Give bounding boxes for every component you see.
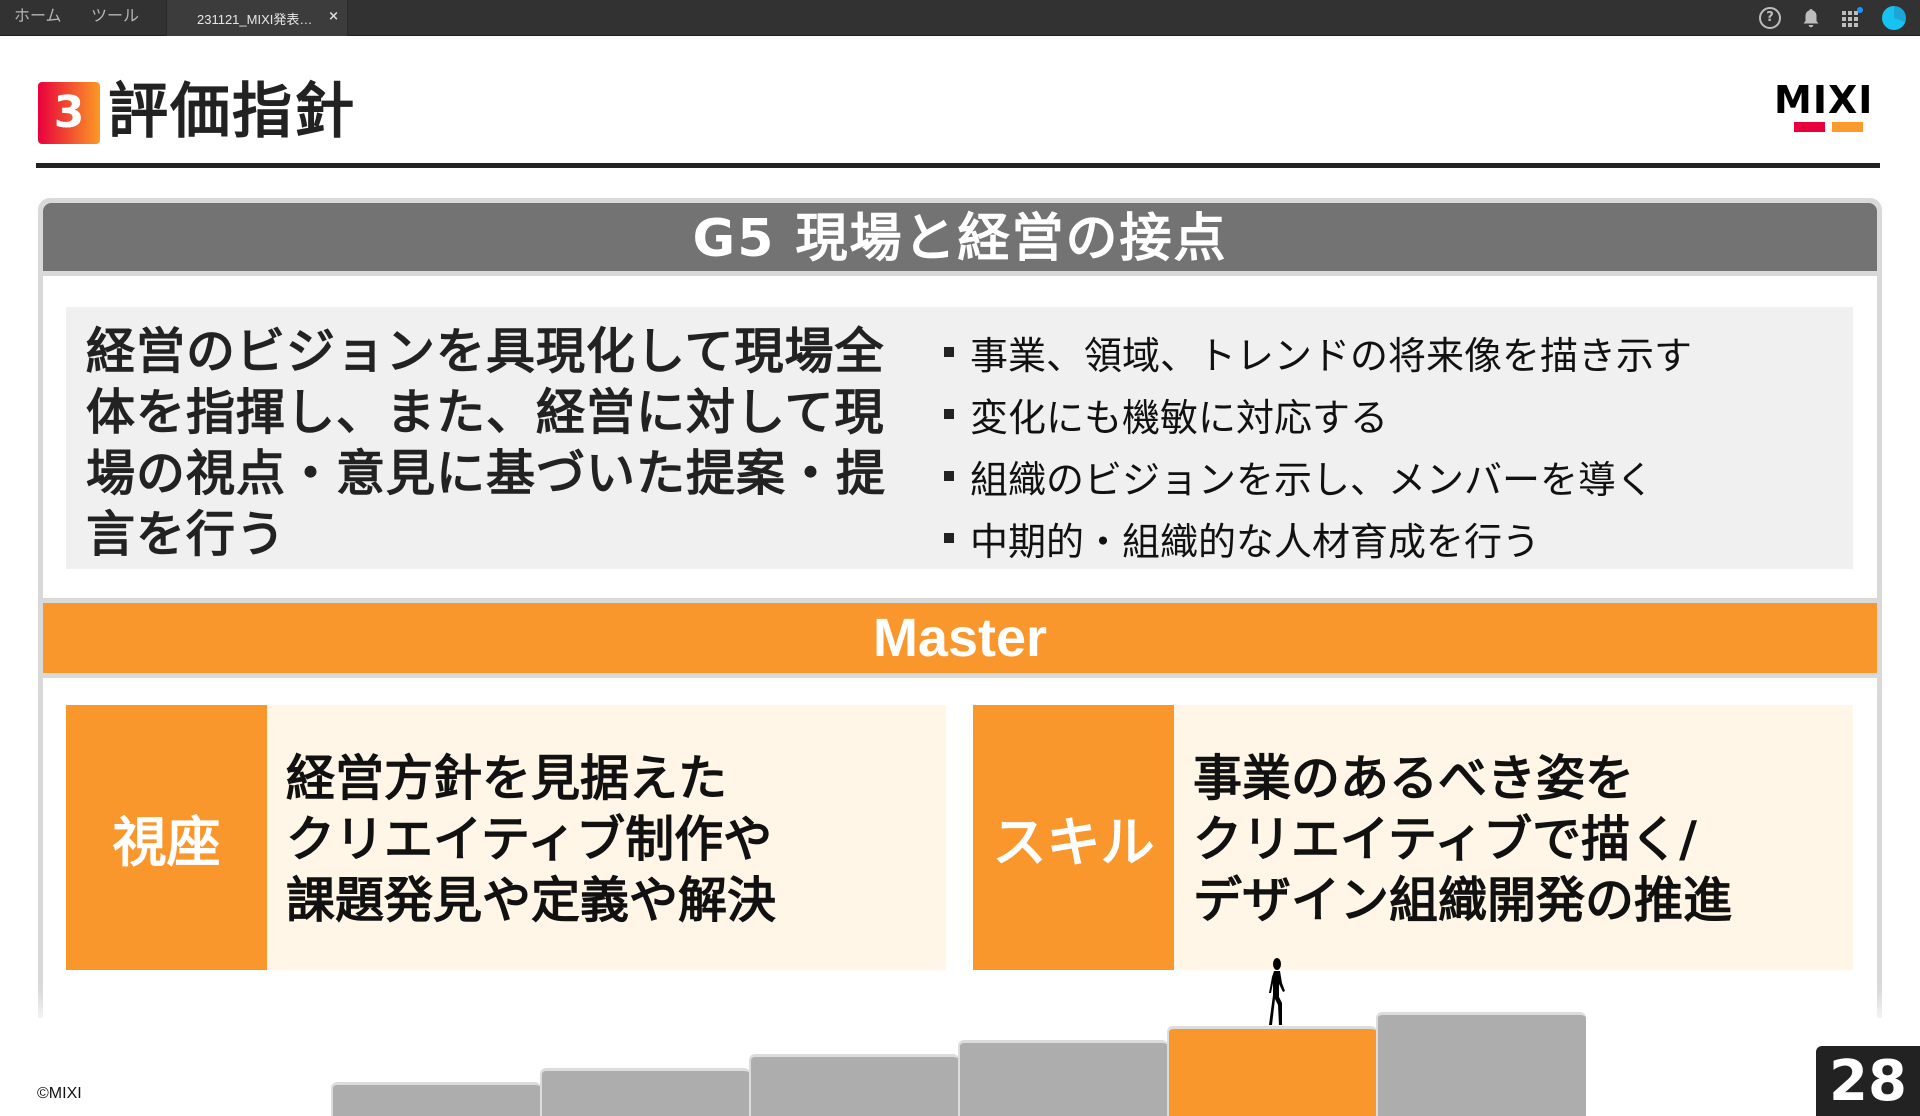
card-text-skill: 事業のあるべき姿を クリエイティブで描く/ デザイン組織開発の推進	[1193, 750, 1733, 929]
document-tab[interactable]: 231121_MIXI発表… ×	[166, 0, 348, 36]
list-item: 組織のビジョンを示し、メンバーを導く	[944, 445, 1692, 507]
card-label-skill: スキル	[973, 705, 1174, 970]
app-top-bar: ホーム ツール 231121_MIXI発表… × ?	[0, 0, 1920, 36]
stair-step-2	[540, 1068, 750, 1116]
logo-orange-bar	[1832, 122, 1863, 132]
stair-step-4	[958, 1040, 1168, 1116]
level-header: Master	[43, 598, 1877, 678]
walking-person-icon	[1258, 957, 1296, 1027]
grade-title: G5 現場と経営の接点	[692, 209, 1228, 269]
card-text-perspective: 経営方針を見据えた クリエイティブ制作や 課題発見や定義や解決	[286, 750, 777, 929]
bullet-text: 中期的・組織的な人材育成を行う	[970, 519, 1541, 564]
bullet-square-icon	[944, 533, 954, 543]
apps-grid-icon[interactable]	[1840, 7, 1863, 29]
user-avatar[interactable]	[1882, 6, 1906, 30]
bullet-text: 事業、領域、トレンドの将来像を描き示す	[970, 333, 1693, 378]
copyright: ©MIXI	[37, 1085, 82, 1102]
bullet-square-icon	[944, 471, 954, 481]
bell-icon[interactable]	[1800, 7, 1822, 29]
stair-step-3	[749, 1054, 959, 1116]
title-divider	[36, 163, 1880, 168]
section-number-badge: 3	[38, 82, 100, 144]
card-label-perspective: 視座	[66, 705, 267, 970]
close-icon[interactable]: ×	[328, 9, 339, 24]
responsibility-list: 事業、領域、トレンドの将来像を描き示す 変化にも機敏に対応する 組織のビジョンを…	[944, 321, 1692, 569]
list-item: 変化にも機敏に対応する	[944, 383, 1692, 445]
stair-step-5-current	[1167, 1026, 1377, 1116]
tab-label: 231121_MIXI発表…	[197, 12, 313, 27]
bullet-square-icon	[944, 409, 954, 419]
page-number: 28	[1816, 1046, 1920, 1116]
logo-text: MIXI	[1774, 78, 1874, 122]
career-stairs	[331, 1000, 1591, 1116]
stair-step-1	[331, 1082, 541, 1116]
stair-step-6	[1376, 1012, 1586, 1116]
logo-red-bar	[1794, 122, 1825, 132]
grade-summary-box: 経営のビジョンを具現化して現場全体を指揮し、また、経営に対して現場の視点・意見に…	[66, 307, 1853, 569]
list-item: 中期的・組織的な人材育成を行う	[944, 507, 1692, 569]
bullet-text: 変化にも機敏に対応する	[970, 395, 1389, 440]
grade-panel-frame	[38, 198, 1882, 1018]
page-title: 評価指針	[108, 77, 356, 147]
level-title: Master	[872, 608, 1048, 668]
nav-tools[interactable]: ツール	[91, 6, 140, 25]
bullet-square-icon	[944, 347, 954, 357]
perspective-card: 視座 経営方針を見据えた クリエイティブ制作や 課題発見や定義や解決	[66, 705, 946, 970]
skill-card: スキル 事業のあるべき姿を クリエイティブで描く/ デザイン組織開発の推進	[973, 705, 1853, 970]
grade-header: G5 現場と経営の接点	[43, 203, 1877, 276]
mixi-logo: MIXI	[1774, 80, 1884, 136]
help-icon[interactable]: ?	[1759, 7, 1781, 29]
nav-home[interactable]: ホーム	[14, 6, 62, 25]
list-item: 事業、領域、トレンドの将来像を描き示す	[944, 321, 1692, 383]
grade-summary-text: 経営のビジョンを具現化して現場全体を指揮し、また、経営に対して現場の視点・意見に…	[86, 323, 887, 563]
bullet-text: 組織のビジョンを示し、メンバーを導く	[970, 457, 1655, 502]
